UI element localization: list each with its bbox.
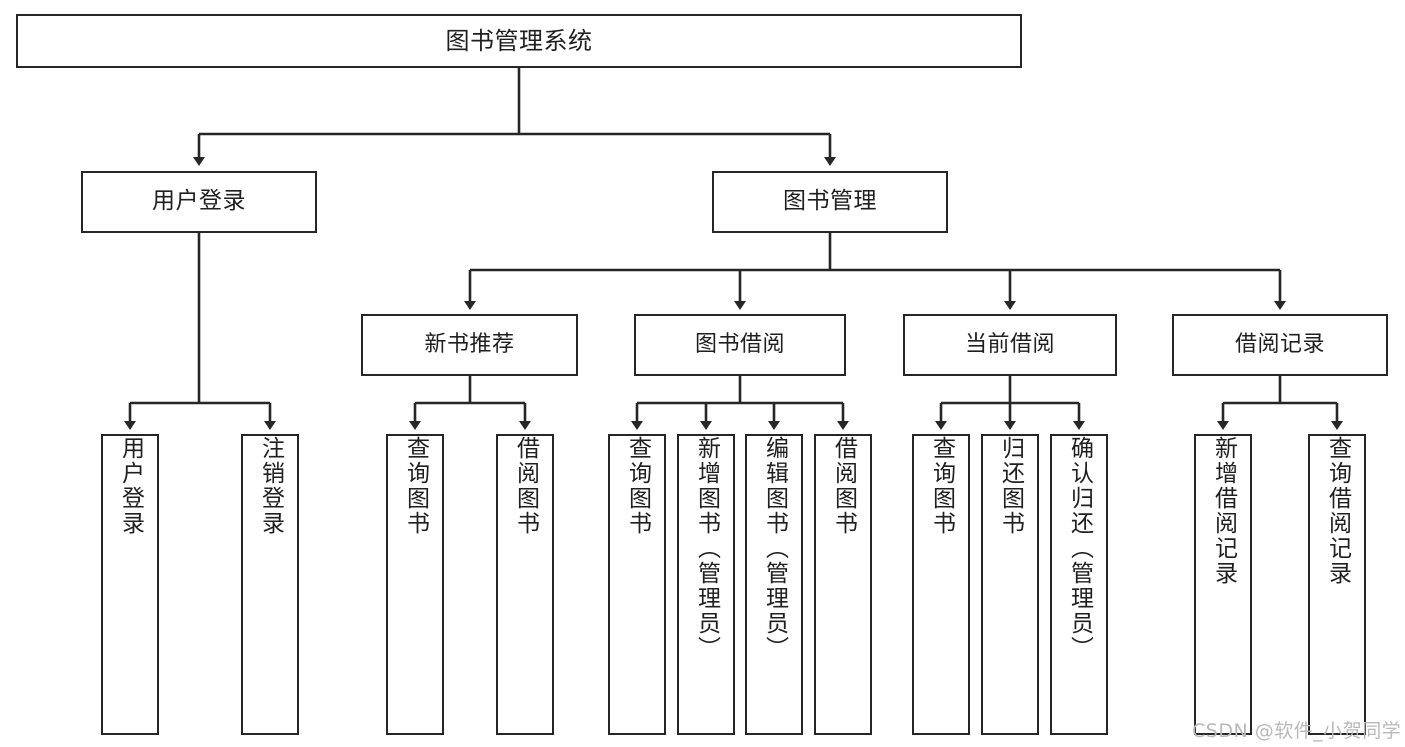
leaf-add-record-label: 新增借阅记录 <box>1210 436 1237 586</box>
leaf-add-record[interactable]: 新增借阅记录 <box>1194 434 1252 735</box>
node-book-manage[interactable]: 图书管理 <box>712 171 948 233</box>
leaf-borrow-book-2-label: 借阅图书 <box>830 436 857 536</box>
leaf-borrow-book-2[interactable]: 借阅图书 <box>814 434 872 735</box>
leaf-logout-login[interactable]: 注销登录 <box>241 434 299 735</box>
node-root[interactable]: 图书管理系统 <box>16 14 1022 68</box>
leaf-query-record[interactable]: 查询借阅记录 <box>1308 434 1366 735</box>
node-current-borrow[interactable]: 当前借阅 <box>903 314 1117 376</box>
leaf-confirm-return[interactable]: 确认归还（管理员） <box>1050 434 1108 735</box>
leaf-borrow-book-1-label: 借阅图书 <box>512 436 539 536</box>
node-book-borrow[interactable]: 图书借阅 <box>634 314 846 376</box>
node-user-login[interactable]: 用户登录 <box>81 171 317 233</box>
node-borrow-record[interactable]: 借阅记录 <box>1172 314 1388 376</box>
leaf-logout-login-label: 注销登录 <box>257 436 284 536</box>
leaf-return-book-label: 归还图书 <box>997 436 1024 536</box>
leaf-edit-book[interactable]: 编辑图书（管理员） <box>745 434 803 735</box>
node-book-borrow-label: 图书借阅 <box>694 332 785 358</box>
leaf-query-book-2[interactable]: 查询图书 <box>608 434 666 735</box>
leaf-borrow-book-1[interactable]: 借阅图书 <box>496 434 554 735</box>
leaf-query-book-1[interactable]: 查询图书 <box>386 434 444 735</box>
node-borrow-record-label: 借阅记录 <box>1234 332 1325 358</box>
leaf-confirm-return-label: 确认归还（管理员） <box>1066 436 1093 661</box>
node-root-label: 图书管理系统 <box>445 26 593 55</box>
leaf-query-record-label: 查询借阅记录 <box>1324 436 1351 586</box>
leaf-query-book-3[interactable]: 查询图书 <box>912 434 970 735</box>
leaf-query-book-3-label: 查询图书 <box>928 436 955 536</box>
leaf-return-book[interactable]: 归还图书 <box>981 434 1039 735</box>
node-new-book-recommend[interactable]: 新书推荐 <box>361 314 578 376</box>
leaf-query-book-1-label: 查询图书 <box>402 436 429 536</box>
node-book-manage-label: 图书管理 <box>783 188 877 215</box>
leaf-add-book[interactable]: 新增图书（管理员） <box>677 434 735 735</box>
leaf-edit-book-label: 编辑图书（管理员） <box>761 436 788 661</box>
node-new-book-recommend-label: 新书推荐 <box>424 332 515 358</box>
node-current-borrow-label: 当前借阅 <box>964 332 1055 358</box>
node-user-login-label: 用户登录 <box>152 188 246 215</box>
leaf-user-login-label: 用户登录 <box>117 436 144 536</box>
leaf-user-login[interactable]: 用户登录 <box>101 434 159 735</box>
leaf-query-book-2-label: 查询图书 <box>624 436 651 536</box>
watermark-text: CSDN @软件_小贺同学 <box>1192 720 1402 742</box>
leaf-add-book-label: 新增图书（管理员） <box>693 436 720 661</box>
